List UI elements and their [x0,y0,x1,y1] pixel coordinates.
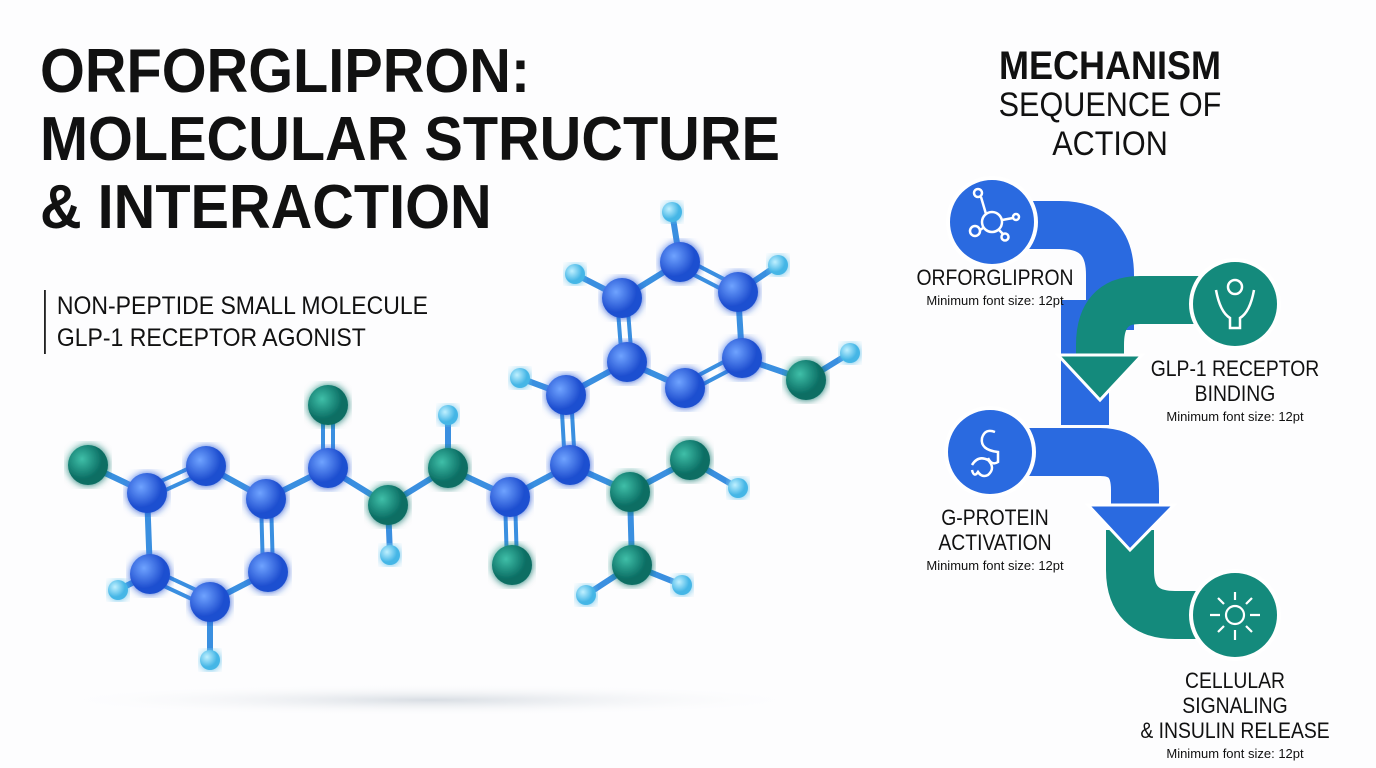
hydrogen-atom [840,343,860,363]
hydrogen-atom [672,575,692,595]
step-heading: BINDING [1194,381,1276,406]
heteroatom [428,448,468,488]
molecule-shadow [50,684,810,716]
carbon-atom [602,278,642,318]
mechanism-subtitle: SEQUENCE OF ACTION [998,86,1222,163]
carbon-atom [248,552,288,592]
step-heading: G-PROTEIN [941,505,1049,530]
step-note: Minimum font size: 12pt [1166,409,1304,424]
step-note: Minimum font size: 12pt [1166,746,1304,761]
heteroatom [492,545,532,585]
mechanism-title: MECHANISM [998,44,1221,88]
step-3-g-protein-icon [944,406,1036,498]
carbon-atom [718,272,758,312]
carbon-atom [550,445,590,485]
carbon-atom [665,368,705,408]
carbon-atom [246,479,286,519]
carbon-atom [660,242,700,282]
hydrogen-atom [510,368,530,388]
step-heading: CELLULAR SIGNALING [1182,668,1288,718]
subtitle-line: GLP-1 RECEPTOR AGONIST [56,324,366,352]
hydrogen-atom [728,478,748,498]
step-heading: GLP-1 RECEPTOR [1150,356,1320,381]
heteroatom [368,485,408,525]
hydrogen-atom [662,202,682,222]
step-label-orforglipron: ORFORGLIPRON Minimum font size: 12pt [885,265,1105,310]
flow-arrow-2 [1076,276,1220,360]
title-line: ORFORGLIPRON: [40,37,531,106]
subtitle: NON-PEPTIDE SMALL MOLECULE GLP-1 RECEPTO… [44,290,428,354]
carbon-atom [186,446,226,486]
step-heading: ACTIVATION [938,530,1052,555]
carbon-atom [607,342,647,382]
flow-arrow-1 [1000,201,1134,330]
carbon-atom [546,375,586,415]
title-line: MOLECULAR STRUCTURE [40,105,780,174]
flow-arrowhead-2 [1054,353,1146,403]
step-4-signal-radiate-icon [1189,569,1281,661]
flow-arrow-3 [1000,428,1159,510]
title-line: & INTERACTION [40,173,492,242]
step-1-molecule-icon [946,176,1038,268]
carbon-atom [190,582,230,622]
heteroatom [68,445,108,485]
hydrogen-atom [438,405,458,425]
step-label-cellular-signaling: CELLULAR SIGNALING & INSULIN RELEASE Min… [1125,668,1345,763]
step-note: Minimum font size: 12pt [926,293,1064,308]
flow-arrowhead-3 [1084,503,1178,553]
carbon-atom [490,477,530,517]
subtitle-line: NON-PEPTIDE SMALL MOLECULE [56,292,428,320]
step-note: Minimum font size: 12pt [926,558,1064,573]
carbon-atom [722,338,762,378]
hydrogen-atom [576,585,596,605]
page-title: ORFORGLIPRON: MOLECULAR STRUCTURE & INTE… [40,38,780,242]
molecule-diagram [50,202,860,716]
step-heading: & INSULIN RELEASE [1140,718,1330,743]
heteroatom [786,360,826,400]
heteroatom [612,545,652,585]
heteroatom [308,385,348,425]
carbon-atom [308,448,348,488]
flow-arrow-4 [1106,530,1225,639]
heteroatom [610,472,650,512]
hydrogen-atom [768,255,788,275]
hydrogen-atom [565,264,585,284]
carbon-atom [127,473,167,513]
hydrogen-atom [200,650,220,670]
step-label-receptor-binding: GLP-1 RECEPTOR BINDING Minimum font size… [1125,356,1345,426]
heteroatom [670,440,710,480]
hydrogen-atom [108,580,128,600]
step-heading: ORFORGLIPRON [916,265,1074,290]
step-label-g-protein: G-PROTEIN ACTIVATION Minimum font size: … [885,505,1105,575]
hydrogen-atom [380,545,400,565]
step-2-receptor-icon [1189,258,1281,350]
carbon-atom [130,554,170,594]
